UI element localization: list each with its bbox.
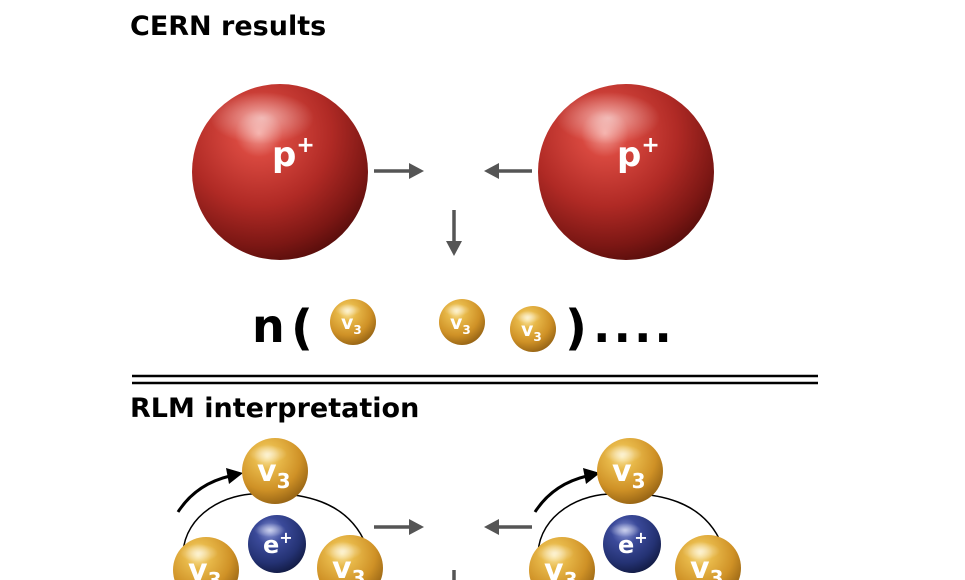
open-paren: ( — [291, 300, 313, 356]
proton-label: p — [617, 135, 641, 175]
positron-ball: e+ — [248, 515, 306, 573]
svg-text:v3: v3 — [612, 454, 645, 493]
cern-results-heading: CERN results — [130, 11, 327, 42]
proton-label: p — [272, 135, 296, 175]
neutrino-ball: v3 — [439, 299, 485, 345]
proton-right: p+ — [538, 84, 714, 260]
positron-ball: e+ — [603, 515, 661, 573]
section-divider — [132, 374, 818, 385]
close-paren: ) — [565, 300, 587, 356]
neutrino-ball: v3 — [242, 438, 308, 504]
neutrino-label: v — [188, 553, 208, 580]
ellipsis: .... — [593, 299, 675, 353]
svg-text:v3: v3 — [188, 553, 221, 580]
arrow-right-icon — [374, 163, 424, 179]
svg-text:e+: e+ — [263, 528, 293, 559]
proton-charge: + — [296, 133, 314, 158]
neutrino-ball: v3 — [597, 438, 663, 504]
svg-text:p+: p+ — [617, 133, 660, 175]
rlm-composite-left: v3 e+ v3 v3 — [173, 438, 383, 580]
proton-charge: + — [641, 133, 659, 158]
svg-text:v3: v3 — [332, 551, 365, 580]
neutrino-ball: v3 — [317, 535, 383, 580]
arrow-right-icon — [374, 519, 424, 535]
neutrino-index: 3 — [208, 568, 222, 580]
svg-text:v3: v3 — [257, 454, 290, 493]
svg-text:v3: v3 — [690, 551, 723, 580]
neutrino-label: v — [612, 454, 632, 489]
neutrino-index: 3 — [462, 323, 470, 337]
positron-label: e — [263, 531, 279, 559]
rotation-arrow-icon — [533, 468, 600, 513]
neutrino-label: v — [450, 312, 463, 334]
rlm-composite-right: v3 e+ v3 v3 — [529, 438, 741, 580]
neutrino-ball: v3 — [529, 537, 595, 580]
neutrino-index: 3 — [632, 469, 646, 493]
arrow-left-icon — [484, 519, 532, 535]
neutrino-index: 3 — [352, 566, 366, 580]
neutrino-index: 3 — [353, 323, 361, 337]
positron-charge: + — [279, 528, 292, 547]
arrow-left-icon — [484, 163, 532, 179]
neutrino-index: 3 — [533, 330, 541, 344]
neutrino-ball: v3 — [330, 299, 376, 345]
rotation-arrow-icon — [176, 468, 243, 513]
svg-text:v3: v3 — [450, 312, 471, 337]
svg-text:v3: v3 — [521, 319, 542, 344]
neutrino-label: v — [332, 551, 352, 580]
neutrino-ball: v3 — [510, 306, 556, 352]
svg-text:e+: e+ — [618, 528, 648, 559]
svg-text:v3: v3 — [544, 553, 577, 580]
neutrino-ball: v3 — [675, 535, 741, 580]
svg-text:v3: v3 — [341, 312, 362, 337]
neutrino-index: 3 — [277, 469, 291, 493]
neutrino-label: v — [341, 312, 354, 334]
positron-label: e — [618, 531, 634, 559]
neutrino-label: v — [690, 551, 710, 580]
arrow-down-icon — [446, 210, 462, 256]
neutrino-ball: v3 — [173, 537, 239, 580]
rlm-interpretation-heading: RLM interpretation — [130, 393, 420, 424]
neutrino-label: v — [544, 553, 564, 580]
proton-left: p+ — [192, 84, 368, 260]
product-prefix: n — [252, 299, 285, 353]
neutrino-index: 3 — [564, 568, 578, 580]
neutrino-index: 3 — [710, 566, 724, 580]
svg-text:p+: p+ — [272, 133, 315, 175]
positron-charge: + — [634, 528, 647, 547]
neutrino-label: v — [257, 454, 277, 489]
neutrino-label: v — [521, 319, 534, 341]
